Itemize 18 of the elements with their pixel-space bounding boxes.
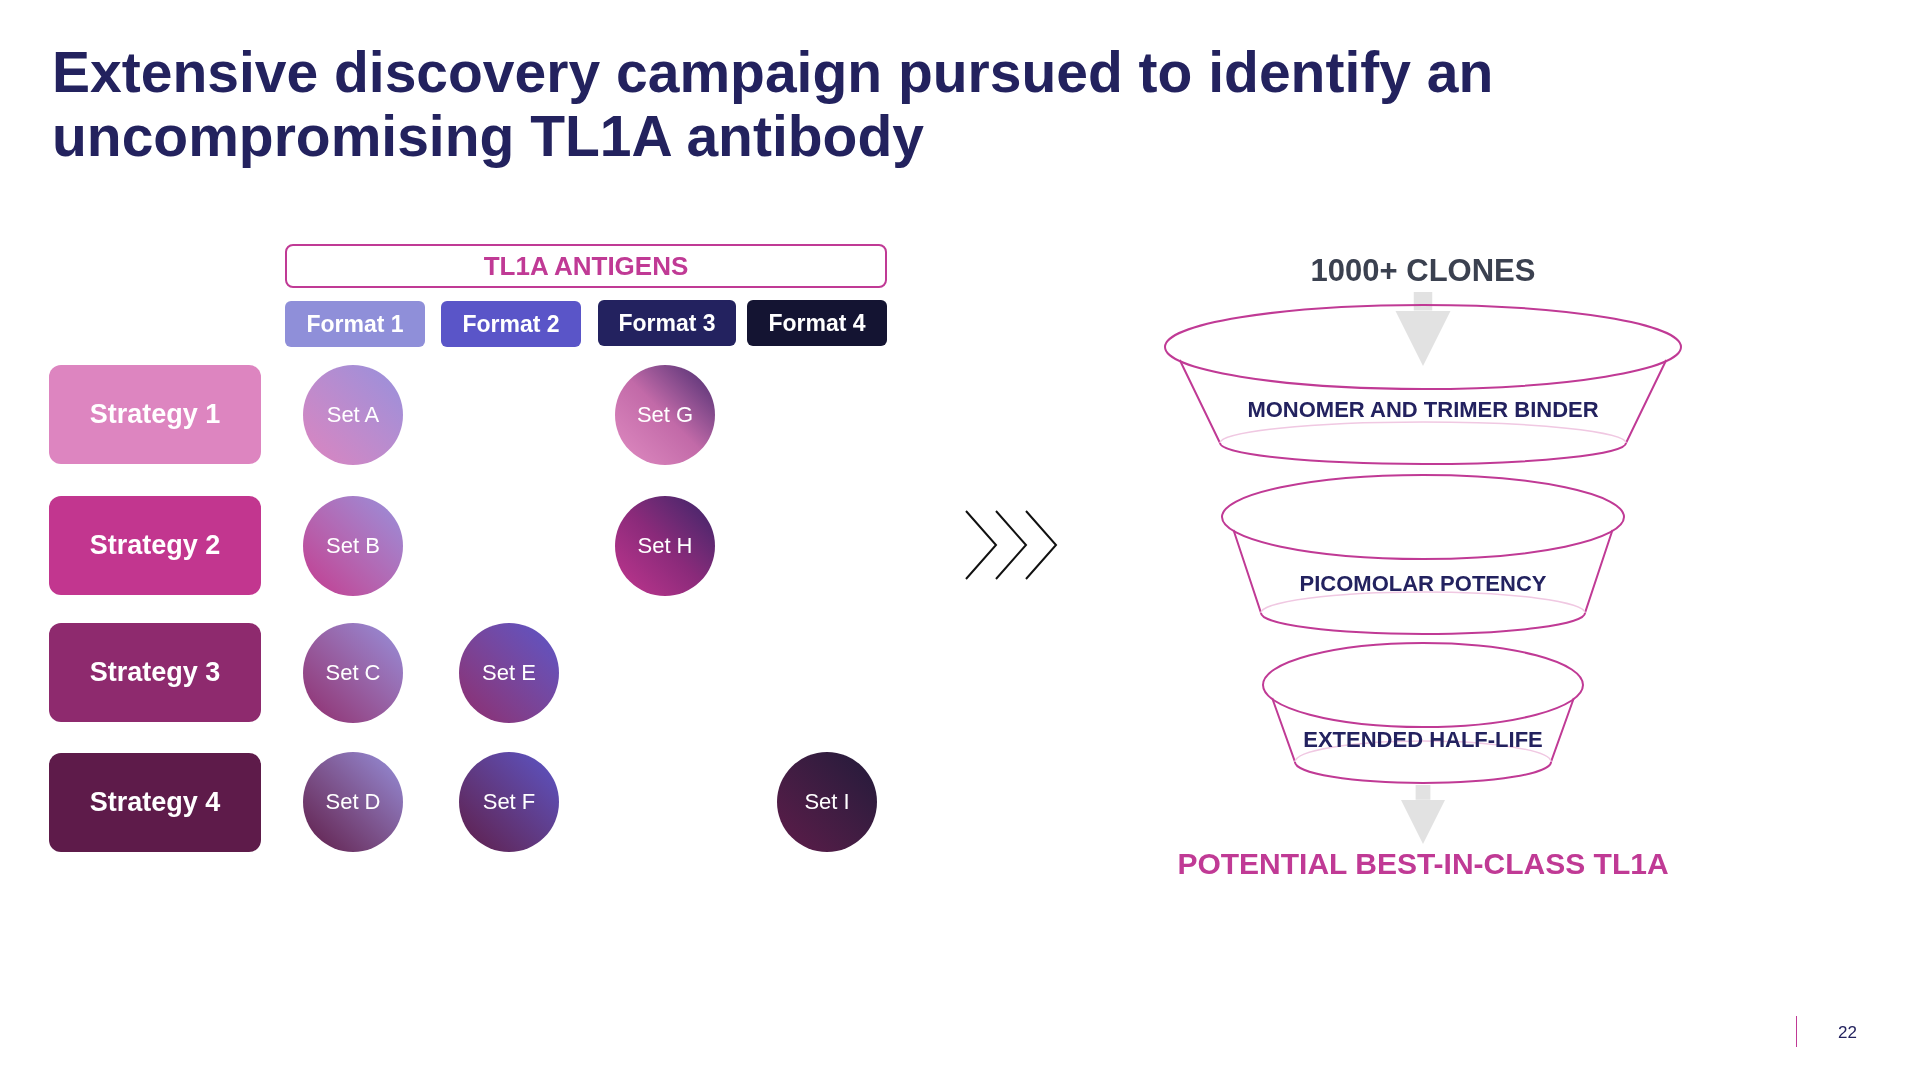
result-heading: POTENTIAL BEST-IN-CLASS TL1A	[1163, 844, 1683, 884]
funnel-stage-label: MONOMER AND TRIMER BINDER	[1247, 397, 1599, 422]
funnel-stage-label: PICOMOLAR POTENCY	[1299, 571, 1547, 596]
arrow	[1400, 785, 1446, 844]
strategy-box: Strategy 3	[49, 623, 261, 722]
strategy-box: Strategy 1	[49, 365, 261, 464]
slide-title: Extensive discovery campaign pursued to identify an uncompromising TL1A antibody	[52, 40, 1495, 168]
format-label: Format 2	[441, 301, 581, 347]
format-label: Format 4	[747, 300, 887, 346]
header-box: TL1A ANTIGENS	[285, 244, 887, 288]
page-number: 22	[1838, 1022, 1857, 1044]
arrow	[1395, 292, 1451, 366]
format-label: Format 3	[598, 300, 736, 346]
strategy-box: Strategy 4	[49, 753, 261, 852]
funnel-stage-label: EXTENDED HALF-LIFE	[1303, 727, 1543, 752]
format-label: Format 1	[285, 301, 425, 347]
stage-heading: 1000+ CLONES	[1303, 250, 1543, 292]
strategy-box: Strategy 2	[49, 496, 261, 595]
